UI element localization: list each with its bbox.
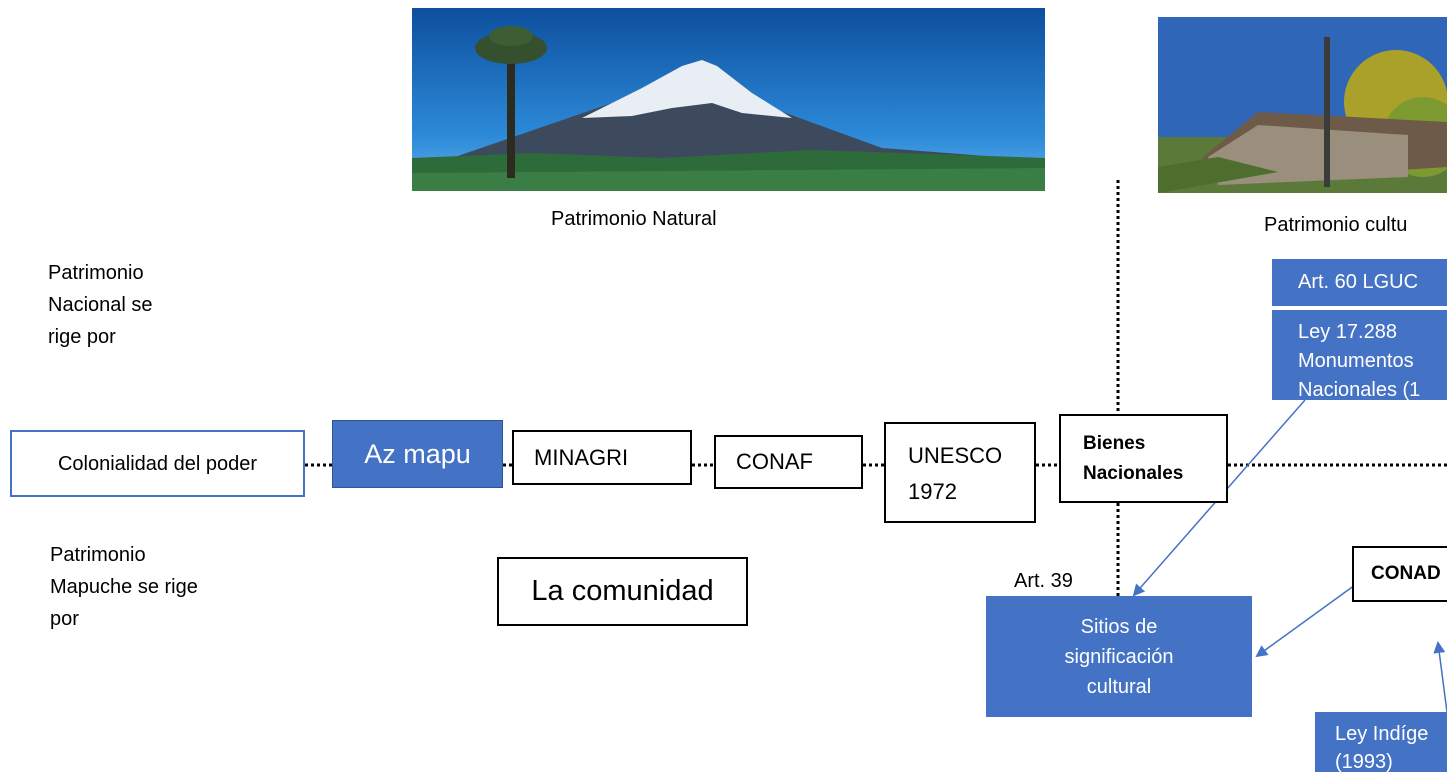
box-az-mapu: Az mapu — [332, 420, 503, 488]
box-conadi: CONAD — [1352, 546, 1447, 602]
box-bienes-nacionales: Bienes Nacionales — [1059, 414, 1228, 503]
volcano-illustration — [412, 8, 1045, 191]
volcano-photo — [412, 8, 1045, 191]
arrow-conadi-to-sitios — [1255, 584, 1356, 658]
label-art-39: Art. 39 — [1014, 570, 1073, 592]
box-minagri: MINAGRI — [512, 430, 692, 485]
box-colonialidad: Colonialidad del poder — [10, 430, 305, 497]
caption-natural: Patrimonio Natural — [551, 208, 717, 230]
box-art-60-lguc: Art. 60 LGUC — [1272, 259, 1447, 306]
box-unesco: UNESCO 1972 — [884, 422, 1036, 523]
house-illustration — [1158, 17, 1447, 193]
box-ley-indigena: Ley Indíge (1993) — [1315, 712, 1447, 772]
box-sitios-significacion: Sitios de significación cultural — [986, 596, 1252, 717]
caption-cultural: Patrimonio cultu — [1264, 214, 1408, 236]
label-patrimonio-mapuche: Patrimonio Mapuche se rige por — [50, 544, 198, 630]
box-la-comunidad: La comunidad — [497, 557, 748, 626]
house-photo — [1158, 17, 1447, 193]
box-conaf: CONAF — [714, 435, 863, 489]
label-patrimonio-nacional: Patrimonio Nacional se rige por — [48, 262, 153, 348]
arrow-ley-indigena-to-conadi — [1433, 641, 1447, 713]
box-ley-17288: Ley 17.288 Monumentos Nacionales (1 — [1272, 310, 1447, 400]
